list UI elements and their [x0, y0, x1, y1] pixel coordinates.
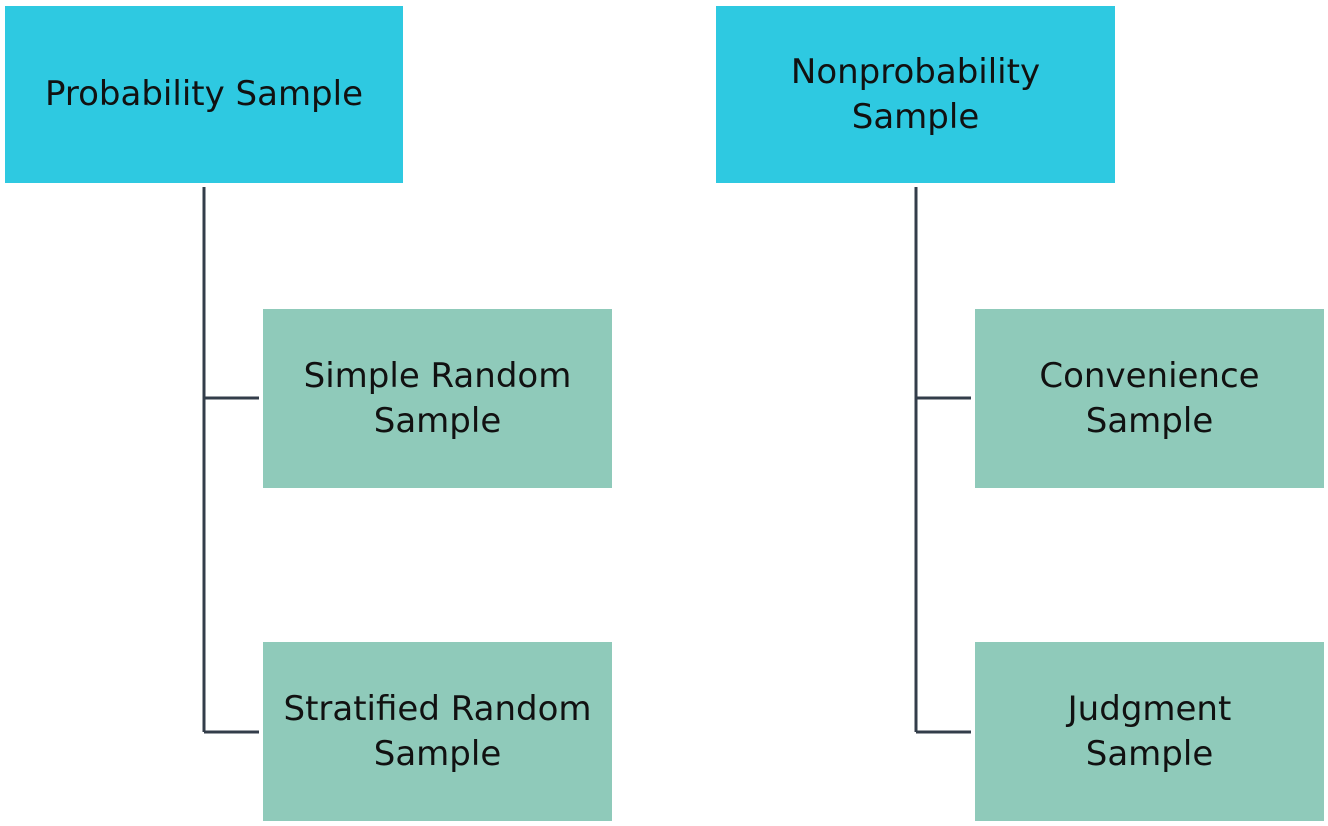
convenience-sample-node: Convenience Sample: [975, 309, 1324, 488]
simple-random-sample-label: Simple Random Sample: [303, 355, 572, 441]
judgment-sample-node: Judgment Sample: [975, 642, 1324, 821]
simple-random-sample-node: Simple Random Sample: [263, 309, 612, 488]
probability-sample-node: Probability Sample: [5, 6, 403, 183]
probability-sample-label: Probability Sample: [44, 74, 364, 114]
nonprobability-sample-node: Nonprobability Sample: [716, 6, 1115, 183]
stratified-random-sample-node: Stratified Random Sample: [263, 642, 612, 821]
nonprobability-sample-label: Nonprobability Sample: [790, 51, 1041, 137]
judgment-sample-label: Judgment Sample: [1067, 688, 1232, 774]
stratified-random-sample-label: Stratified Random Sample: [283, 688, 592, 774]
convenience-sample-label: Convenience Sample: [1039, 355, 1260, 441]
